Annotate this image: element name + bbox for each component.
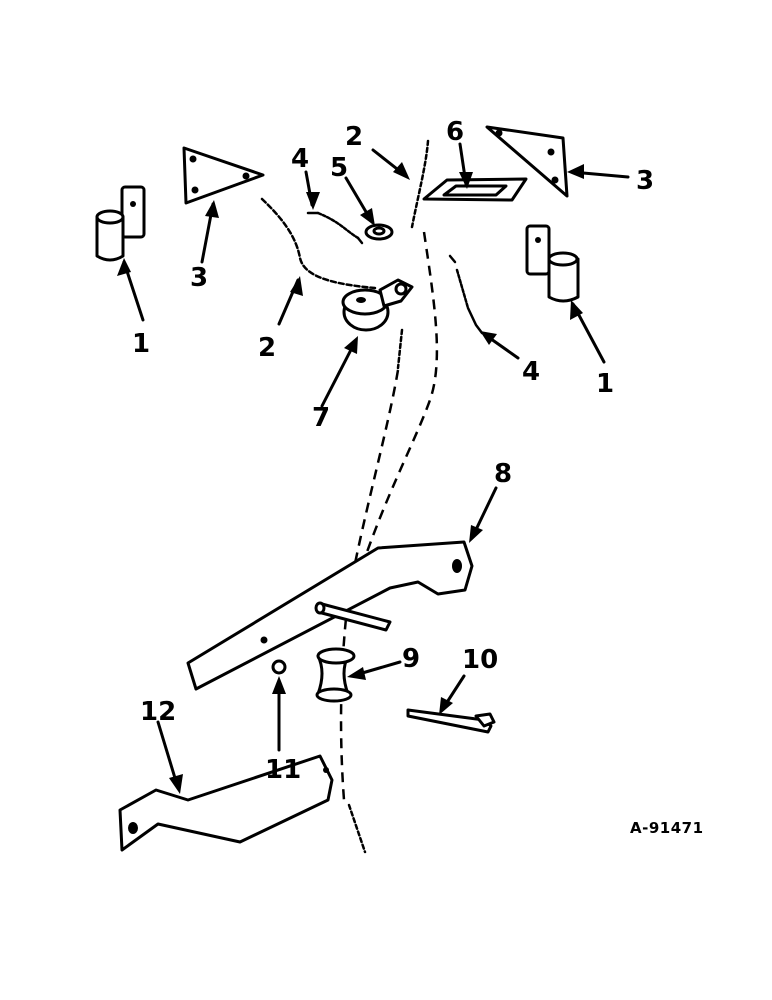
- callout-2-left: 2: [258, 333, 276, 363]
- callout-5: 5: [330, 153, 348, 183]
- callout-8: 8: [494, 459, 512, 489]
- callout-4-top: 4: [291, 144, 309, 174]
- callout-12: 12: [140, 697, 176, 727]
- chain-top: [410, 139, 430, 229]
- callout-1-right: 1: [596, 369, 614, 399]
- ring-washer: [364, 223, 394, 241]
- callout-7: 7: [312, 403, 330, 433]
- pulley-assembly: [341, 278, 414, 332]
- spring-top: [306, 211, 364, 245]
- triangle-plate-left: [182, 146, 265, 205]
- chain-path-dashed: [339, 231, 439, 801]
- callout-11: 11: [265, 755, 301, 785]
- slotted-plate: [422, 177, 528, 202]
- drawing-code: A-91471: [630, 819, 704, 837]
- callout-3-left: 3: [190, 263, 208, 293]
- chain-bottom: [347, 803, 367, 854]
- triangle-plate-right: [485, 125, 569, 198]
- leader-lines: [117, 142, 630, 794]
- callout-10: 10: [462, 645, 498, 675]
- pin-bar: [314, 601, 392, 632]
- spring-right: [448, 254, 484, 335]
- callout-3-right: 3: [636, 166, 654, 196]
- spool-roller: [315, 647, 356, 703]
- roller-bracket-right: [525, 224, 580, 303]
- chain-left: [260, 197, 377, 290]
- callout-2-top: 2: [345, 122, 363, 152]
- callout-4-right: 4: [522, 357, 540, 387]
- lower-bracket-bar: [118, 754, 334, 852]
- l-pin: [406, 708, 496, 734]
- callout-labels: 1 1 2 2 3 3 4 4 5 6 7 8 9 10 11 12: [132, 117, 654, 785]
- roller-bracket-left: [95, 185, 146, 262]
- callout-1-left: 1: [132, 329, 150, 359]
- callout-6: 6: [446, 117, 464, 147]
- callout-9: 9: [402, 644, 420, 674]
- chain-pulley-drop: [396, 328, 404, 370]
- nut-small: [271, 659, 287, 675]
